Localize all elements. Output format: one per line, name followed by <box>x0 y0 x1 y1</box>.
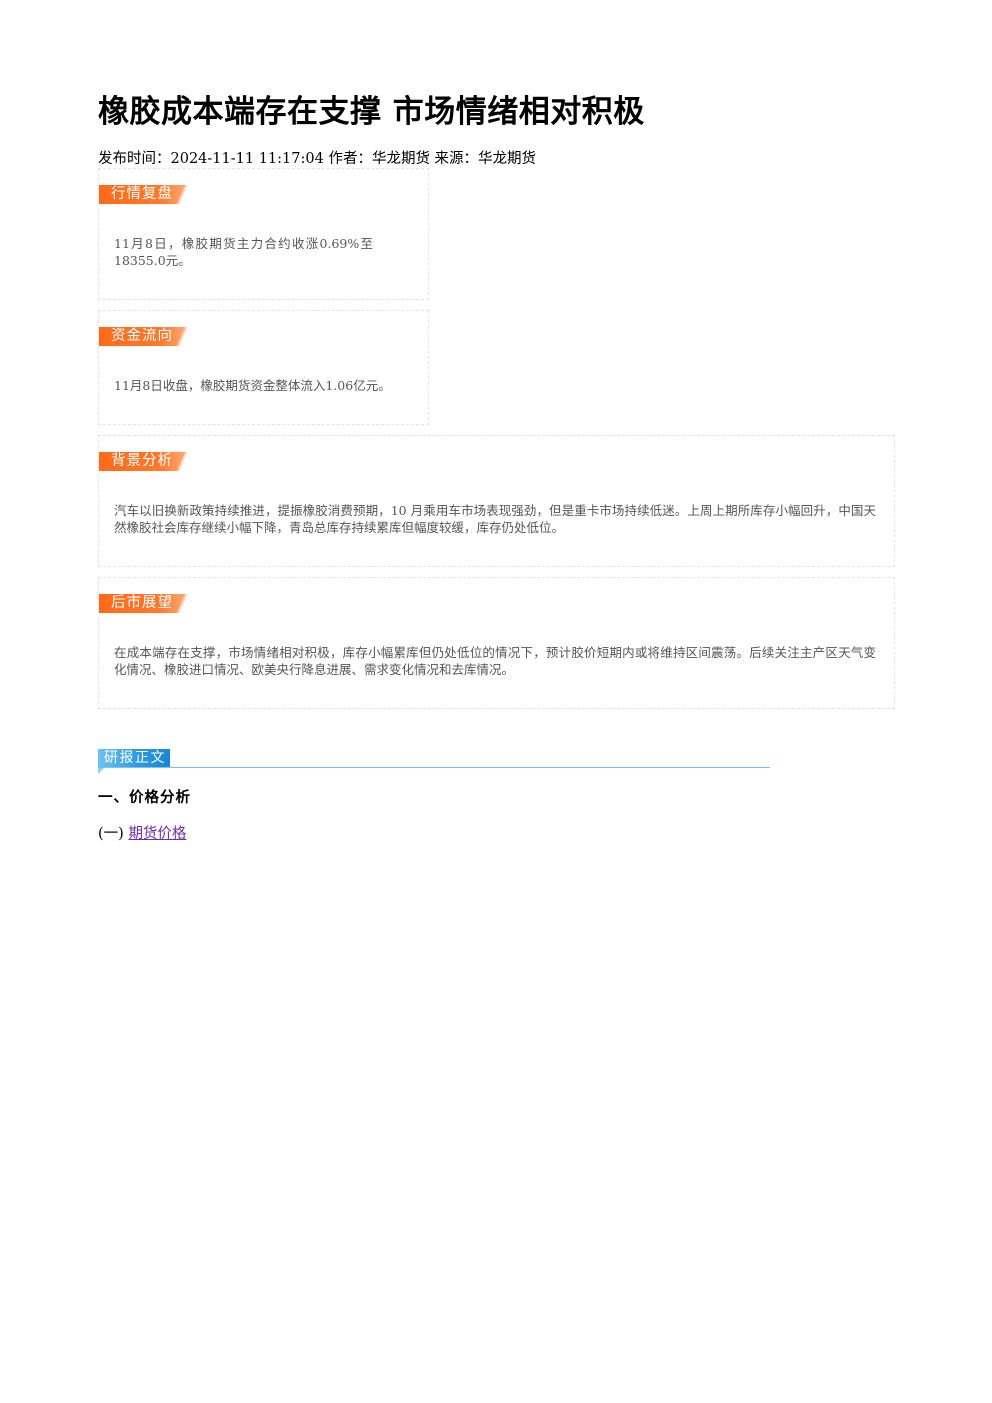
section-fund-flow: 资金流向 11月8日收盘，橡胶期货资金整体流入1.06亿元。 <box>98 310 429 425</box>
report-tag-corner <box>98 768 104 774</box>
futures-price-link[interactable]: 期货价格 <box>128 826 187 842</box>
section-tag-fund-flow: 资金流向 <box>99 327 187 346</box>
section-text-background-analysis: 汽车以旧换新政策持续推进，提振橡胶消费预期，10 月乘用车市场表现强劲，但是重卡… <box>114 503 876 535</box>
article-meta: 发布时间：2024-11-11 11:17:04 作者：华龙期货 来源：华龙期货 <box>98 151 537 167</box>
page-title: 橡胶成本端存在支撑 市场情绪相对积极 <box>98 94 645 130</box>
heading-futures-price: (一) 期货价格 <box>98 822 186 843</box>
section-tag-outlook: 后市展望 <box>99 594 187 613</box>
report-divider <box>104 767 770 768</box>
section-outlook: 后市展望 在成本端存在支撑，市场情绪相对积极，库存小幅累库但仍处低位的情况下，预… <box>98 577 895 709</box>
section-market-review: 行情复盘 11月8日，橡胶期货主力合约收涨0.69%至18355.0元。 <box>98 168 429 300</box>
section-background-analysis: 背景分析 汽车以旧换新政策持续推进，提振橡胶消费预期，10 月乘用车市场表现强劲… <box>98 435 895 567</box>
section-text-market-review: 11月8日，橡胶期货主力合约收涨0.69%至18355.0元。 <box>114 236 373 268</box>
section-tag-background-analysis: 背景分析 <box>99 452 187 471</box>
section-tag-market-review: 行情复盘 <box>99 185 187 204</box>
heading-price-analysis: 一、价格分析 <box>98 790 191 806</box>
report-body-tag: 研报正文 <box>98 749 170 768</box>
section-text-fund-flow: 11月8日收盘，橡胶期货资金整体流入1.06亿元。 <box>114 378 391 393</box>
section-text-outlook: 在成本端存在支撑，市场情绪相对积极，库存小幅累库但仍处低位的情况下，预计胶价短期… <box>114 645 876 677</box>
heading-futures-price-prefix: (一) <box>98 826 124 842</box>
